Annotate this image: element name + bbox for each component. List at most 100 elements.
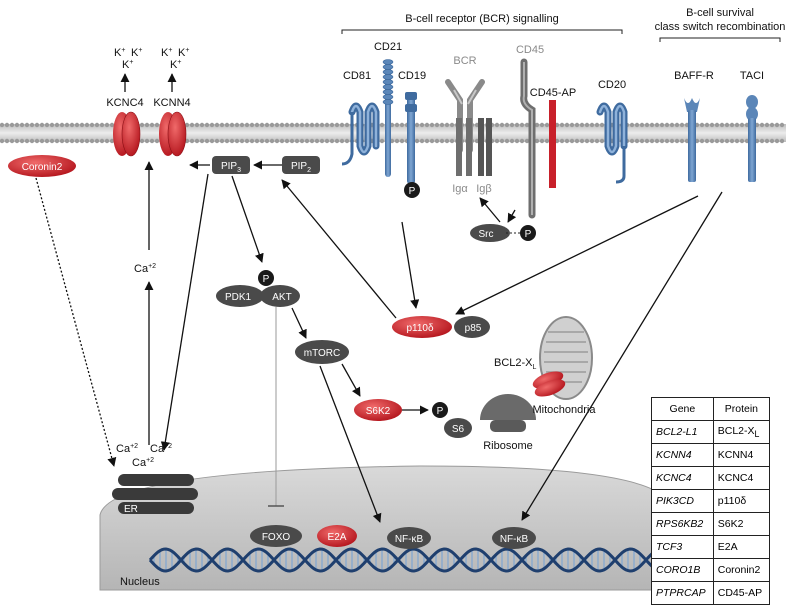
mtorc-label: mTORC	[304, 348, 340, 359]
cd21-label: CD21	[374, 41, 402, 53]
k-ion: K+	[178, 47, 189, 59]
e2a: E2A	[317, 525, 357, 547]
nfkb-label: NF-κB	[395, 534, 424, 545]
taci-label: TACI	[740, 70, 764, 82]
akt: AKT P	[258, 270, 300, 307]
ca-ions-er: Ca+2 Ca+2 Ca+2	[116, 443, 172, 469]
ribosome-label: Ribosome	[483, 440, 533, 452]
taci-protein: TACI	[740, 70, 764, 182]
arrow-taci-to-nfkb	[521, 191, 723, 521]
akt-label: AKT	[272, 292, 291, 303]
ig-beta-label: Igβ	[476, 183, 492, 195]
cd20-protein: CD20	[596, 79, 628, 184]
p-label: P	[409, 186, 416, 197]
p110d-label: p110δ	[406, 323, 434, 334]
gene-cell: CORO1B	[651, 558, 714, 582]
ca-ion: Ca+2	[116, 443, 138, 455]
survival-header-line2: class switch recombination	[655, 21, 786, 33]
arrow-mtorc-to-nfkb	[319, 365, 382, 523]
endoplasmic-reticulum: ER	[112, 474, 198, 515]
s6k2: S6K2	[354, 399, 402, 421]
ig-alpha-label: Igα	[452, 183, 468, 195]
bcr-signalling-bracket: B-cell receptor (BCR) signalling	[341, 13, 623, 34]
cd19-phospho-p	[404, 182, 420, 198]
arrow-pip3-to-er	[160, 173, 209, 451]
baffr-protein: BAFF-R	[674, 70, 714, 182]
protein-cell: E2A	[712, 535, 771, 559]
bcell-signalling-diagram: Nucleus B-cell receptor (BCR) signalling…	[0, 7, 786, 605]
p85-label: p85	[465, 323, 482, 334]
protein-name: E2A	[717, 541, 738, 553]
nfkb-2: NF-κB	[492, 527, 536, 549]
pdk1-label: PDK1	[225, 292, 252, 303]
s6-phospho-p	[432, 402, 448, 418]
protein-cell: Coronin2	[712, 558, 771, 582]
coronin2: Coronin2	[8, 155, 76, 177]
dna-helix	[148, 547, 655, 573]
er-label: ER	[124, 504, 138, 515]
k-ion: K+	[170, 59, 181, 71]
nfkb-label: NF-κB	[500, 534, 529, 545]
arrow-cd45-to-src	[507, 209, 517, 223]
pathway-arrows	[35, 73, 723, 523]
mitochondrion: Mitochondria	[533, 316, 597, 416]
cd19-label: CD19	[398, 70, 426, 82]
k-ions-kcnn4: K+ K+ K+	[161, 47, 189, 71]
src-label: Src	[479, 229, 494, 240]
nucleus-label: Nucleus	[120, 576, 160, 588]
mitochondria-label: Mitochondria	[533, 404, 597, 416]
k-ion: K+	[131, 47, 142, 59]
mtorc: mTORC	[295, 340, 349, 364]
foxo-label: FOXO	[262, 532, 291, 543]
cd45-protein: CD45	[516, 44, 544, 219]
s6k2-label: S6K2	[366, 406, 391, 417]
gene-cell: PTPRCAP	[651, 581, 714, 605]
arrow-coronin2-to-er	[35, 177, 117, 467]
kcnn4-channel: KCNN4	[153, 97, 191, 157]
p-label: P	[437, 406, 444, 417]
p-label: P	[525, 229, 532, 240]
arrow-cd19-to-p110d	[401, 221, 420, 309]
cd81-label: CD81	[343, 70, 371, 82]
table-header-gene: Gene	[651, 397, 714, 421]
gene-cell: KCNC4	[651, 466, 714, 490]
src-phospho-p	[520, 225, 536, 241]
arrow-pip3-to-akt	[231, 175, 264, 263]
pip3-label: PIP3	[221, 161, 241, 174]
gene-cell: RPS6KB2	[651, 512, 714, 536]
cd81-protein: CD81	[341, 70, 380, 166]
protein-name: KCNC4	[717, 472, 754, 484]
protein-subscript: L	[754, 429, 760, 440]
inhibition-akt-foxo	[268, 307, 284, 507]
s6-label: S6	[452, 424, 465, 435]
protein-cell: S6K2	[712, 512, 771, 536]
kcnc4-channel: KCNC4	[106, 97, 144, 157]
cd19-protein: P CD19	[398, 70, 426, 198]
cd20-label: CD20	[598, 79, 626, 91]
pdk1: PDK1	[216, 285, 264, 307]
gene-cell: PIK3CD	[651, 489, 714, 513]
bcr-receptor: BCR Igα Igβ	[445, 55, 492, 195]
table-header-protein: Protein	[712, 397, 771, 421]
bcl2-xl-label: BCL2-XL	[494, 357, 537, 371]
protein-cell: KCNC4	[712, 466, 771, 490]
k-ions-kcnc4: K+ K+ K+	[114, 47, 142, 71]
cd45-label: CD45	[516, 44, 544, 56]
p85: p85	[454, 316, 490, 338]
s6-protein: S6 P	[432, 402, 472, 438]
bcr-signalling-header: B-cell receptor (BCR) signalling	[405, 13, 558, 25]
ca-ion-cytosol: Ca+2	[134, 263, 156, 275]
src-kinase: Src P	[470, 224, 536, 242]
kcnc4-label: KCNC4	[106, 97, 143, 109]
ca-ion: Ca+2	[150, 443, 172, 455]
cd45ap-label: CD45-AP	[530, 87, 576, 99]
p110d: p110δ	[392, 316, 452, 338]
survival-bracket: B-cell survival class switch recombinati…	[655, 7, 786, 42]
gene-cell: BCL2-L1	[651, 420, 714, 444]
